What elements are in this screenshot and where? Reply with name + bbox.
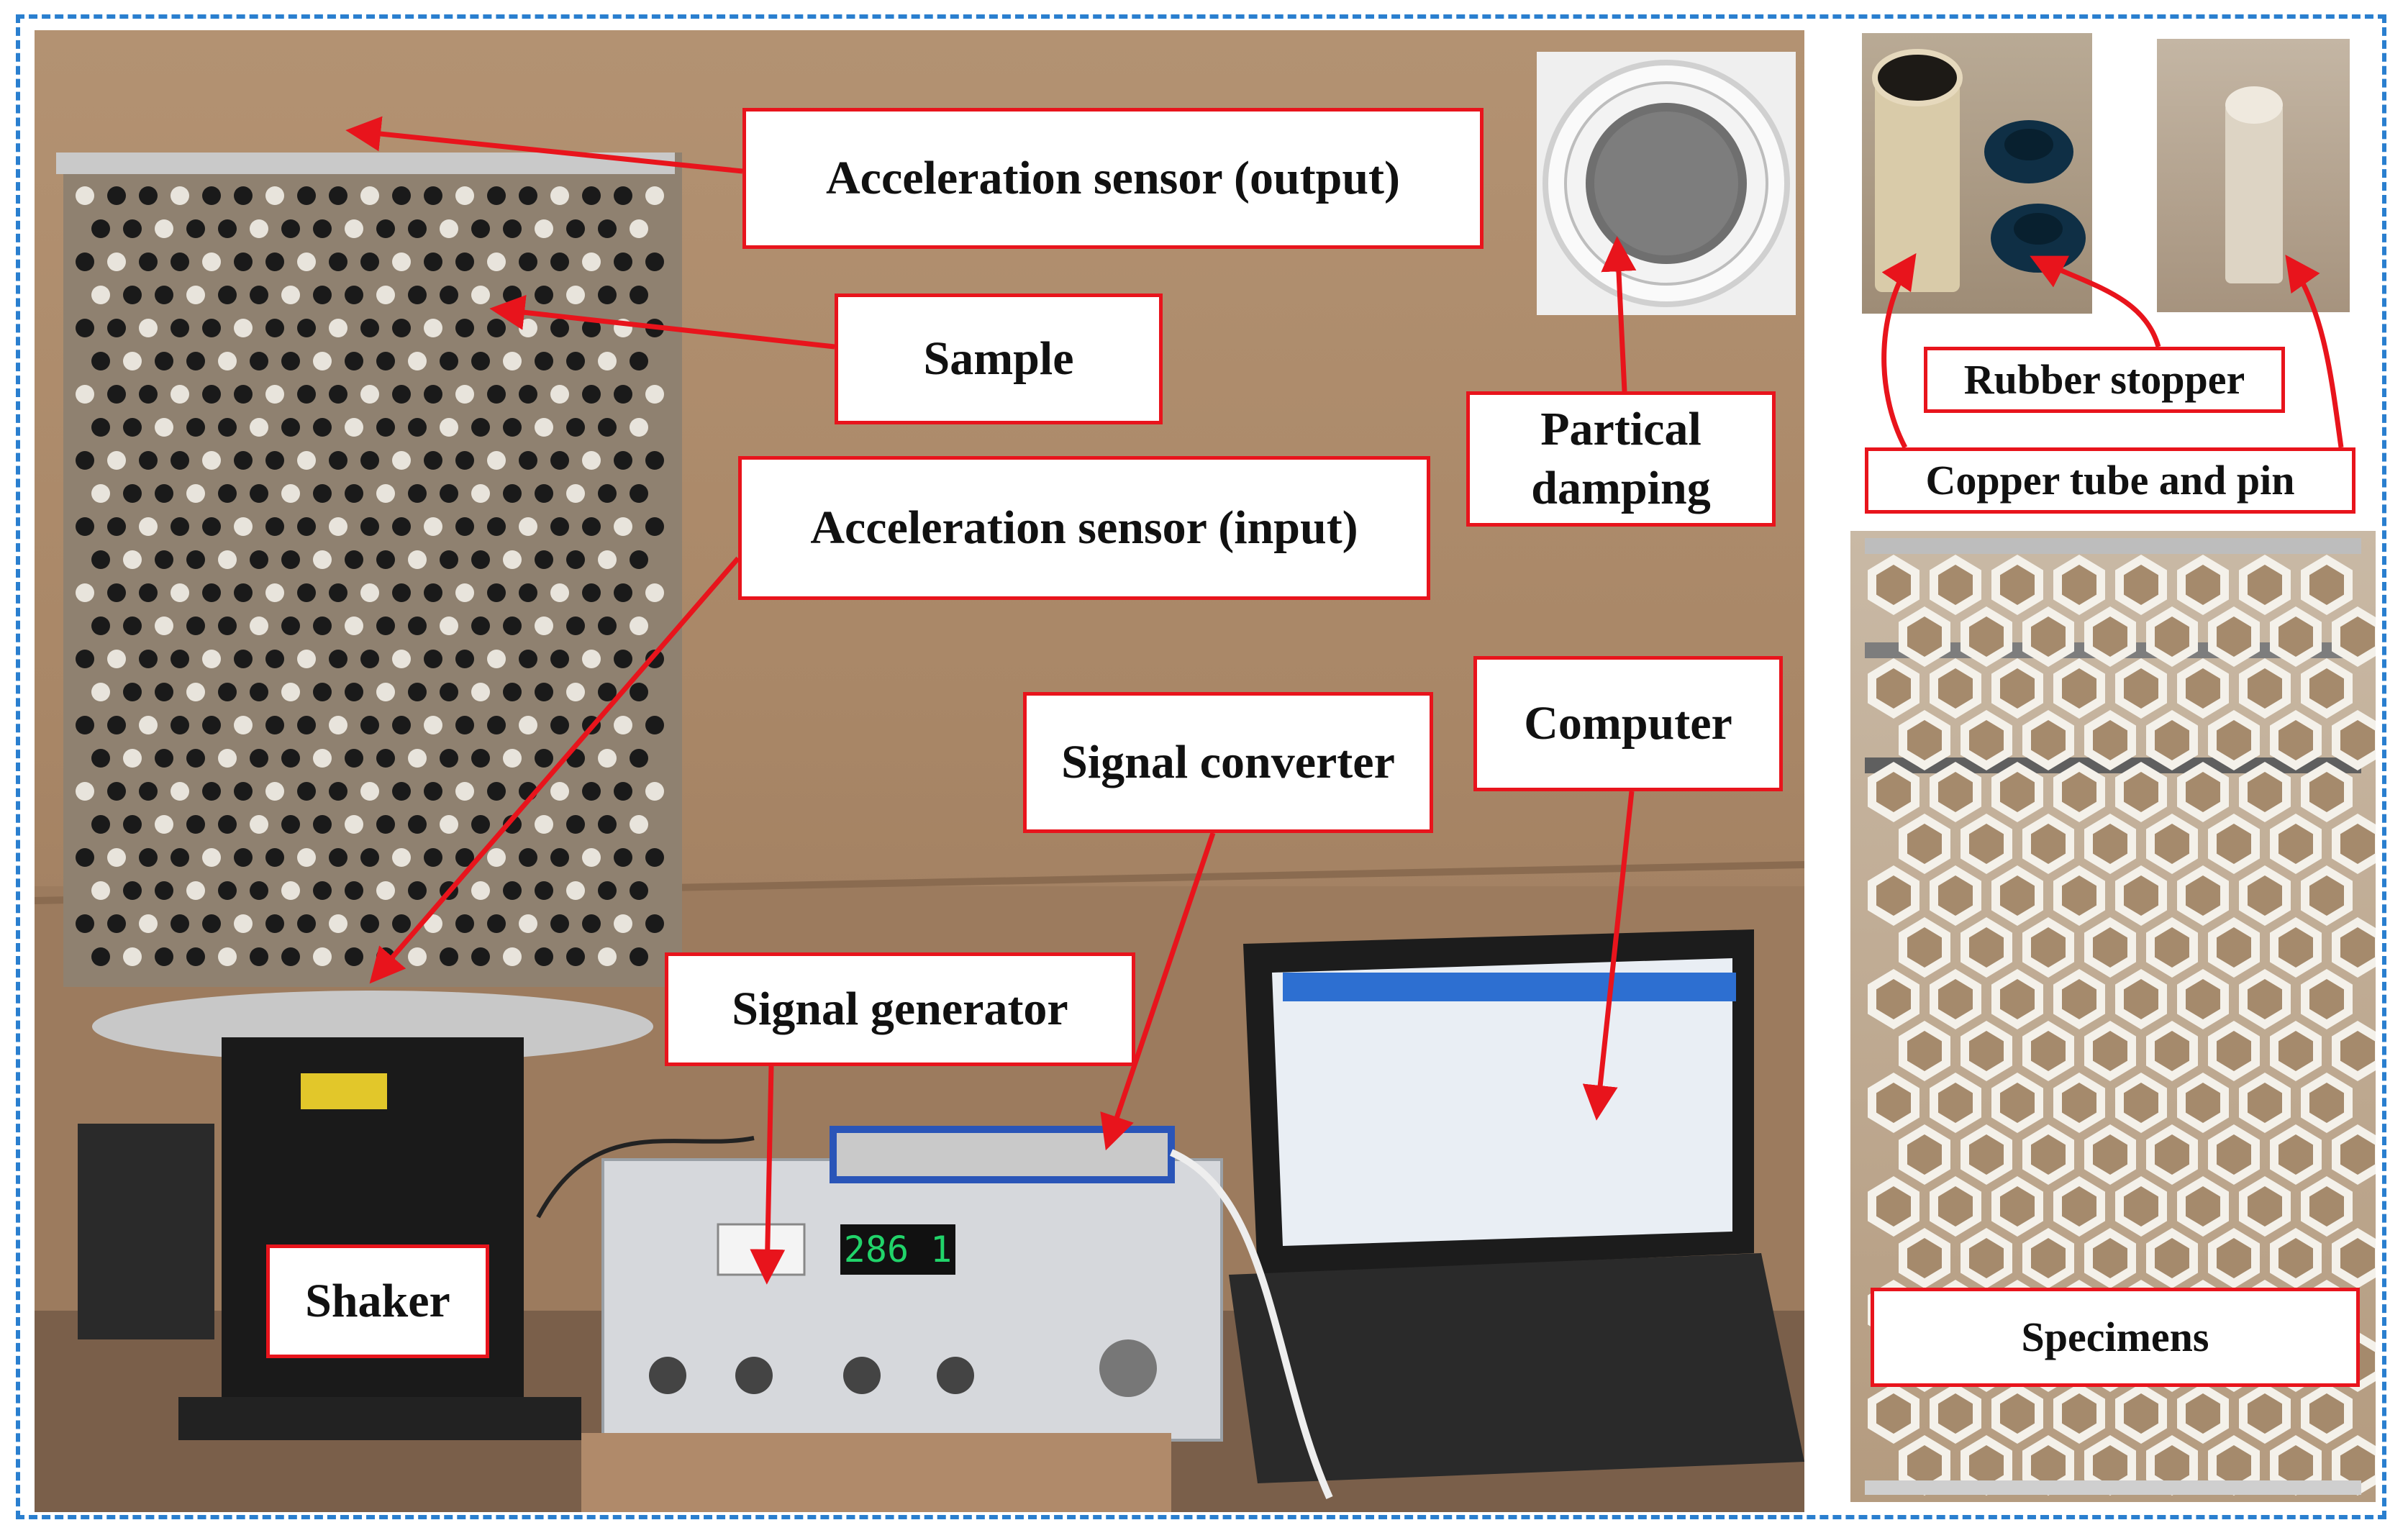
- copper-pin-photo: [2157, 39, 2350, 312]
- label-acc-output: Acceleration sensor (output): [742, 108, 1484, 249]
- particle-damping-photo: [1537, 52, 1796, 315]
- copper-tube-photo: [1862, 33, 2092, 314]
- label-copper-tube-pin: Copper tube and pin: [1865, 447, 2355, 514]
- label-acc-input: Acceleration sensor (input): [738, 456, 1430, 600]
- label-partical-damping-line2: damping: [1531, 462, 1711, 514]
- label-partical-damping: Partical damping: [1466, 391, 1776, 527]
- label-sample: Sample: [835, 294, 1163, 424]
- label-rubber-stopper: Rubber stopper: [1924, 347, 2285, 413]
- label-partical-damping-line1: Partical: [1540, 402, 1701, 455]
- label-computer: Computer: [1473, 656, 1783, 791]
- label-shaker: Shaker: [266, 1244, 489, 1358]
- label-signal-converter: Signal converter: [1023, 692, 1433, 833]
- label-signal-generator: Signal generator: [665, 952, 1135, 1066]
- figure-frame: [16, 14, 2386, 1519]
- label-specimens: Specimens: [1871, 1288, 2360, 1387]
- generator-display-readout: 286 1: [844, 1229, 953, 1270]
